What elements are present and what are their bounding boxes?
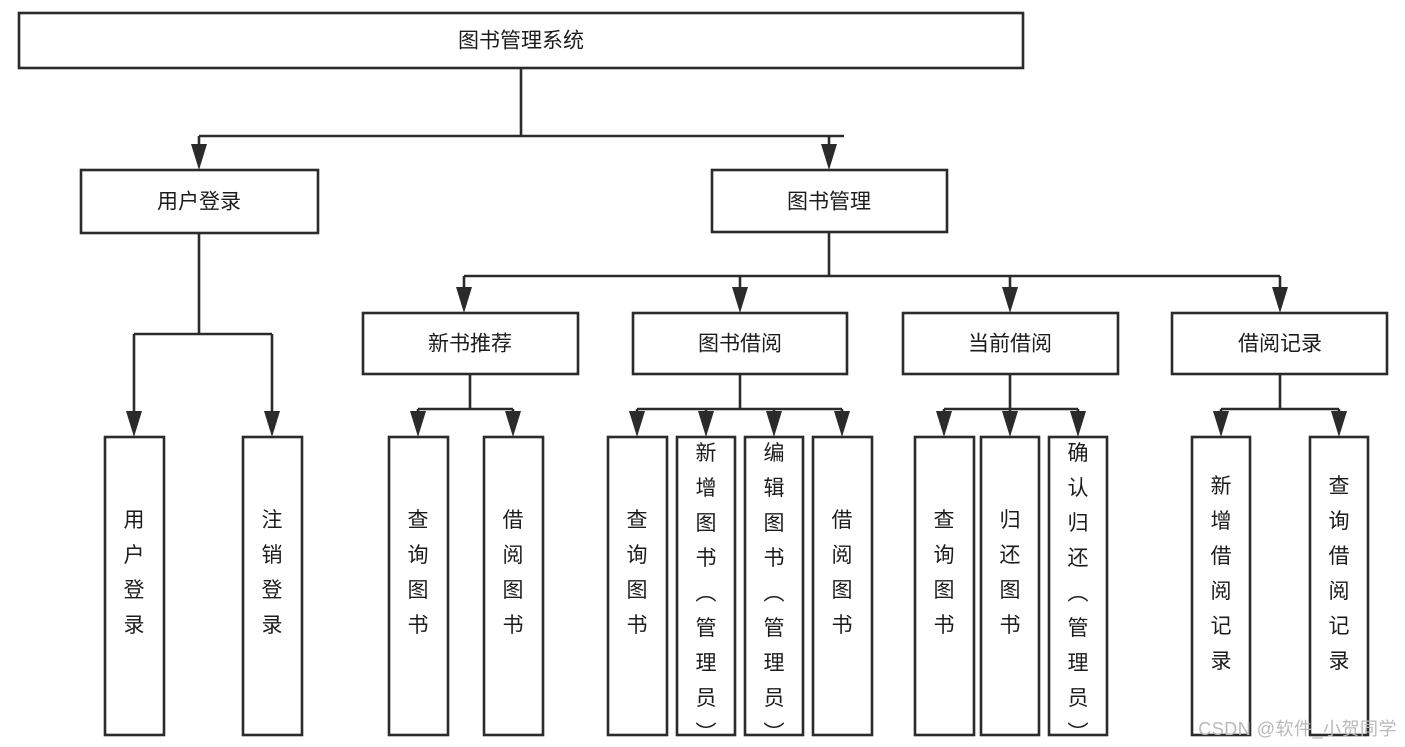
connector-currentborrow-to-leaves [936, 374, 1086, 437]
leaf-new-book-query[interactable]: 查询图书 [387, 435, 450, 737]
connector-bookmgmt-to-level2 [456, 232, 1288, 313]
node-current-borrow[interactable]: 当前借阅 [901, 311, 1120, 376]
node-user-login[interactable]: 用户登录 [79, 168, 320, 235]
leaf-book-borrow-add[interactable]: 新增图书︵管理员︶ [675, 435, 737, 745]
leaf-user-login-logout[interactable]: 注销登录 [241, 435, 304, 737]
leaf-user-login-login-label: 用户登录 [124, 509, 145, 637]
leaf-current-borrow-return-label: 归还图书 [1000, 509, 1021, 637]
connector-newbook-to-leaves [410, 374, 521, 437]
node-root-label: 图书管理系统 [458, 30, 584, 53]
connector-bookborrow-to-leaves [629, 374, 850, 437]
leaf-user-login-logout-label: 注销登录 [262, 509, 283, 637]
leaf-current-borrow-confirm[interactable]: 确认归还︵管理员︶ [1047, 435, 1109, 745]
leaf-book-borrow-query[interactable]: 查询图书 [606, 435, 669, 737]
leaf-new-book-query-label: 查询图书 [408, 509, 429, 637]
node-book-borrow[interactable]: 图书借阅 [631, 311, 849, 376]
leaf-book-borrow-edit-label: 编辑图书︵管理员︶ [764, 442, 785, 745]
leaf-user-login-login[interactable]: 用户登录 [103, 435, 166, 737]
node-user-login-label: 用户登录 [157, 191, 241, 214]
leaf-borrow-records-query-label: 查询借阅记录 [1329, 475, 1350, 673]
connector-root-to-level1 [191, 68, 844, 170]
node-root-book-management-system[interactable]: 图书管理系统 [17, 11, 1025, 70]
leaf-borrow-records-add-label: 新增借阅记录 [1211, 475, 1232, 673]
leaf-book-borrow-add-label: 新增图书︵管理员︶ [696, 442, 717, 745]
node-book-management[interactable]: 图书管理 [710, 168, 949, 234]
leaf-current-borrow-query-label: 查询图书 [934, 509, 955, 637]
node-borrow-records[interactable]: 借阅记录 [1170, 311, 1389, 376]
leaf-book-borrow-borrow[interactable]: 借阅图书 [811, 435, 874, 737]
leaf-current-borrow-confirm-label: 确认归还︵管理员︶ [1068, 442, 1089, 745]
node-book-management-label: 图书管理 [787, 191, 871, 214]
leaf-new-book-borrow-label: 借阅图书 [503, 509, 524, 637]
leaf-book-borrow-edit[interactable]: 编辑图书︵管理员︶ [743, 435, 805, 745]
leaf-new-book-borrow[interactable]: 借阅图书 [482, 435, 545, 737]
connector-borrowrecords-to-leaves [1213, 374, 1347, 437]
node-new-book-recommend-label: 新书推荐 [428, 333, 512, 356]
node-new-book-recommend[interactable]: 新书推荐 [361, 311, 580, 376]
leaf-current-borrow-query[interactable]: 查询图书 [913, 435, 976, 737]
leaf-book-borrow-query-label: 查询图书 [627, 509, 648, 637]
node-book-borrow-label: 图书借阅 [698, 333, 782, 356]
connector-userlogin-to-leaves [126, 233, 280, 437]
node-borrow-records-label: 借阅记录 [1238, 333, 1322, 356]
leaf-borrow-records-query[interactable]: 查询借阅记录 [1308, 435, 1370, 737]
leaf-book-borrow-borrow-label: 借阅图书 [832, 509, 853, 637]
node-current-borrow-label: 当前借阅 [968, 333, 1052, 356]
leaf-borrow-records-add[interactable]: 新增借阅记录 [1190, 435, 1252, 737]
leaf-current-borrow-return[interactable]: 归还图书 [979, 435, 1041, 737]
